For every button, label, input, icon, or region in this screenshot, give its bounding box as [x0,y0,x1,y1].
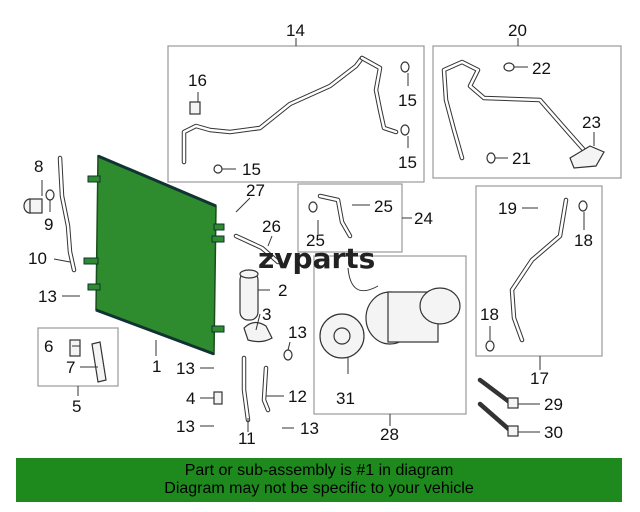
leader-lines [41,38,595,433]
group-box-20 [432,45,622,179]
clip-part-4[interactable] [213,391,223,405]
hose-part-17[interactable] [509,197,569,343]
callout-12: 12 [288,387,307,406]
footer-banner: Part or sub-assembly is #1 in diagram Di… [16,458,622,502]
callout-13a: 13 [38,287,57,306]
pipe-part-14[interactable] [181,55,365,165]
callout-20: 20 [508,21,527,40]
pipe-part-20[interactable] [441,59,587,161]
callout-4: 4 [186,389,195,408]
callout-8: 8 [34,157,43,176]
group-box-17 [475,185,603,357]
callout-labels: 1 2 3 4 5 6 7 8 9 10 11 12 13 13 13 13 1… [28,21,601,448]
bracket-part-23[interactable] [569,145,605,169]
callout-13b: 13 [288,323,307,342]
callout-13e: 13 [300,419,319,438]
callout-15a: 15 [398,91,417,110]
callout-21: 21 [512,149,531,168]
callout-10: 10 [28,249,47,268]
receiver-drier-part-2[interactable] [239,269,259,321]
callout-6: 6 [44,337,53,356]
callout-19: 19 [498,199,517,218]
callout-17: 17 [530,369,549,388]
callout-15b: 15 [242,160,261,179]
callout-9: 9 [44,215,53,234]
callout-13d: 13 [176,417,195,436]
callout-3: 3 [262,305,271,324]
condenser-part-1[interactable] [83,154,225,356]
callout-26: 26 [262,217,281,236]
footer-line-1: Part or sub-assembly is #1 in diagram [184,462,454,479]
watermark-logo: zvparts [258,242,375,275]
callout-1: 1 [152,357,161,376]
callout-18a: 18 [574,231,593,250]
callout-23: 23 [582,113,601,132]
callout-27: 27 [246,181,265,200]
callout-16: 16 [188,71,207,90]
seal-part-7[interactable] [91,341,107,383]
callout-25a: 25 [374,197,393,216]
bolt-part-30[interactable] [477,401,515,435]
callout-22: 22 [532,59,551,78]
callout-25b: 25 [306,231,325,250]
bracket-part-3[interactable] [243,321,273,343]
bracket-part-6[interactable] [69,339,81,357]
bolt-part-29[interactable] [477,377,515,407]
callout-28: 28 [380,425,399,444]
compressor-part-28[interactable] [319,267,461,359]
cap-part-16[interactable] [189,101,201,115]
callout-11: 11 [238,429,256,448]
fitting-part-8[interactable] [23,198,43,214]
callout-24: 24 [414,209,433,228]
callout-31: 31 [336,389,355,408]
callout-2: 2 [278,281,287,300]
callout-5: 5 [72,397,81,416]
callout-18b: 18 [480,305,499,324]
callout-14: 14 [286,21,305,40]
footer-line-2: Diagram may not be specific to your vehi… [164,480,474,497]
callout-13c: 13 [176,359,195,378]
callout-29: 29 [544,395,563,414]
callout-15c: 15 [398,153,417,172]
group-box-14 [167,45,425,183]
callout-7: 7 [66,358,75,377]
callout-30: 30 [544,423,563,442]
